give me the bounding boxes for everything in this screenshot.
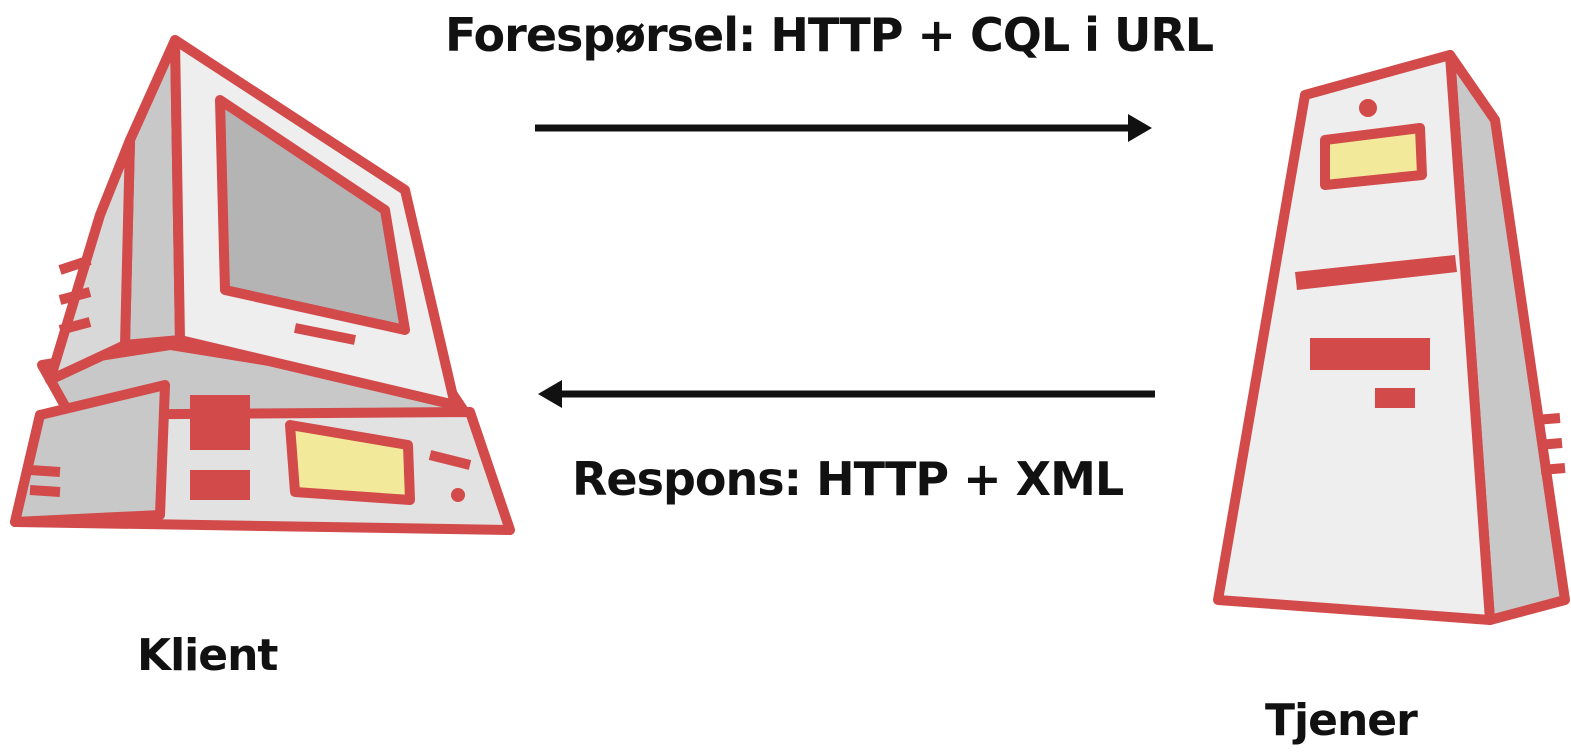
desktop-computer-icon — [10, 35, 515, 535]
tower-server-icon — [1213, 50, 1570, 625]
request-arrow — [535, 114, 1152, 142]
server-label: Tjener — [1265, 695, 1418, 746]
response-arrow — [538, 380, 1155, 408]
request-label: Forespørsel: HTTP + CQL i URL — [445, 8, 1214, 62]
client-label: Klient — [137, 630, 278, 681]
response-label: Respons: HTTP + XML — [572, 452, 1124, 506]
